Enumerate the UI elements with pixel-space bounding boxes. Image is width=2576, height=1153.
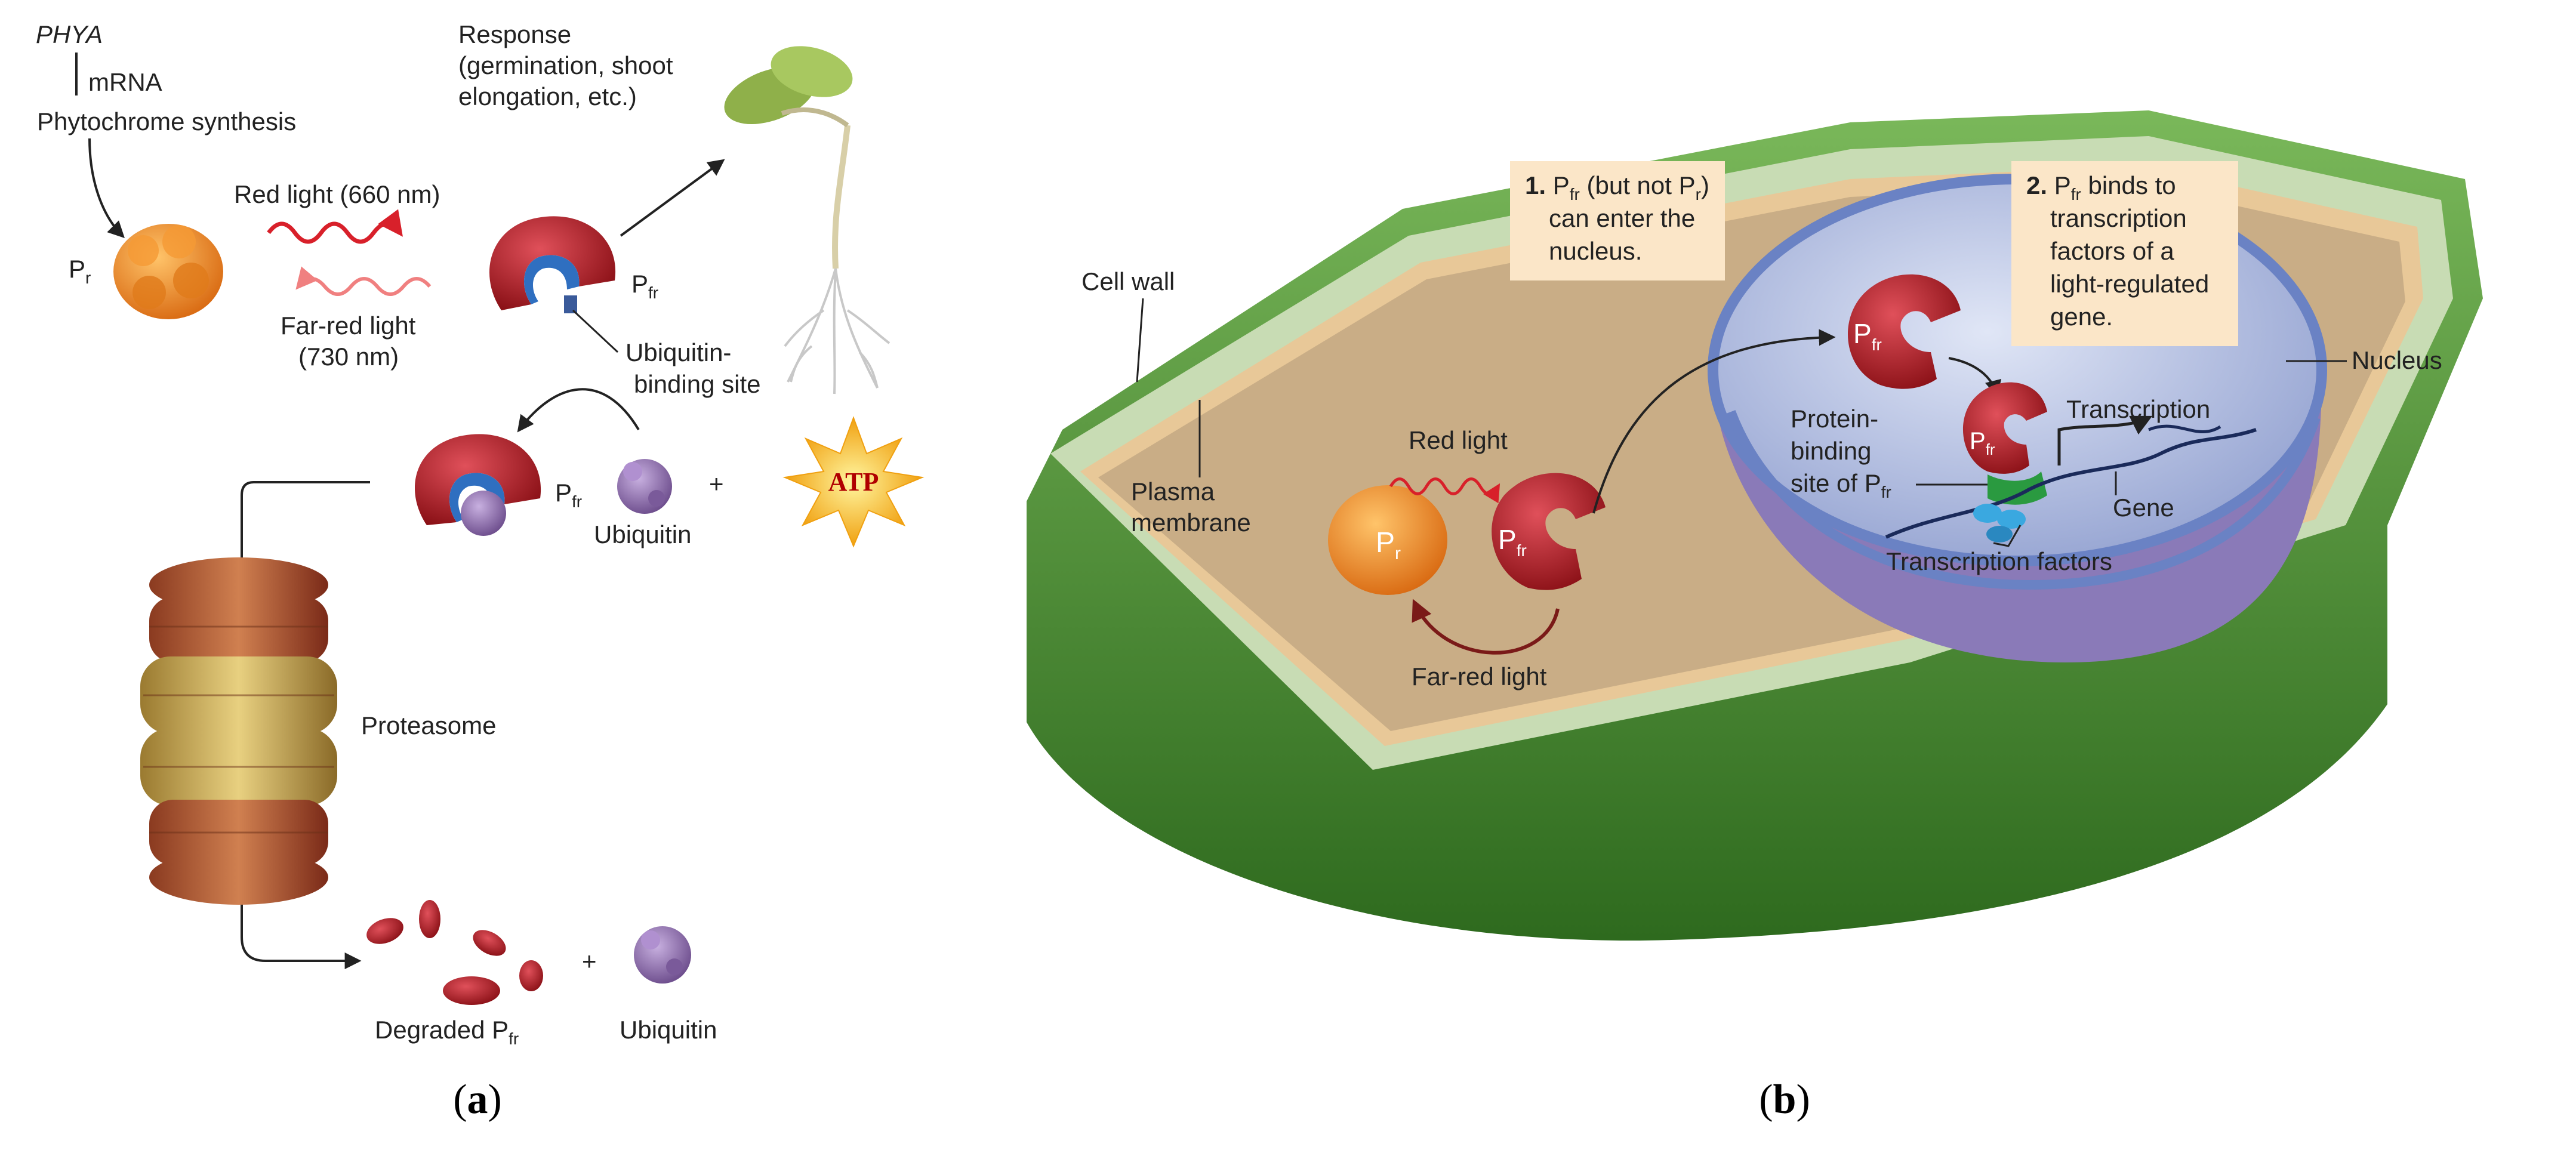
- protein-binding-label-1: Protein-: [1791, 405, 1878, 433]
- note-1-line-1: 1. Pfr (but not Pr): [1525, 171, 1709, 204]
- mrna-strand: [2148, 424, 2221, 433]
- pr-label: Pr: [69, 255, 91, 287]
- synthesis-arrow: [88, 138, 125, 238]
- red-light-wave-b: [1389, 477, 1500, 504]
- note-2-line-1: 2. Pfr binds to: [2026, 171, 2176, 204]
- ubiquitin-binding-site-label-2: binding site: [634, 370, 760, 398]
- cell-wall-label: Cell wall: [1081, 267, 1175, 295]
- nuclear-entry-arrow: [1592, 329, 1836, 514]
- pfr-nucleus-molecule: [1848, 274, 1961, 389]
- response-label-1: Response: [458, 20, 571, 48]
- note-1-line-2: can enter the: [1549, 204, 1695, 232]
- transcription-label: Transcription: [2066, 395, 2210, 423]
- plus-sign-1: +: [709, 470, 724, 498]
- mrna-label: mRNA: [88, 68, 162, 96]
- plasma-membrane-label-1: Plasma: [1131, 477, 1215, 505]
- phytochrome-synthesis-label: Phytochrome synthesis: [37, 107, 296, 135]
- nucleus-label: Nucleus: [2352, 346, 2442, 374]
- transcription-factors-label: Transcription factors: [1886, 547, 2112, 575]
- ubiquitin-molecule: [617, 459, 672, 514]
- plasma-membrane-label-2: membrane: [1131, 508, 1251, 537]
- protein-binding-label-3: site of Pfr: [1791, 469, 1891, 501]
- pfr-molecule-cell: [1492, 473, 1606, 590]
- pfr-molecule: [489, 216, 616, 313]
- note-2-line-5: gene.: [2050, 303, 2113, 331]
- red-light-wave: [267, 209, 403, 244]
- atp-icon: ATP: [782, 416, 925, 548]
- ubiquitin-label: Ubiquitin: [594, 520, 691, 548]
- note-2-line-2: transcription: [2050, 204, 2187, 232]
- degradation-arrow: [241, 481, 370, 969]
- degraded-pfr-label: Degraded Pfr: [375, 1016, 519, 1048]
- note-1-line-3: nucleus.: [1549, 237, 1642, 265]
- proteasome-label: Proteasome: [361, 711, 496, 739]
- red-light-label: Red light (660 nm): [234, 180, 440, 208]
- caption-a: (a): [453, 1077, 502, 1123]
- degraded-pfr-fragments: [366, 900, 543, 1005]
- response-label-2: (germination, shoot: [458, 51, 673, 79]
- red-light-label-b: Red light: [1409, 426, 1508, 454]
- seedling-illustration: [724, 46, 890, 394]
- note-1-box: [1510, 161, 1725, 280]
- far-red-label-b: Far-red light: [1412, 662, 1547, 690]
- pfr-ubiquitin-complex: [415, 434, 541, 536]
- proteasome-illustration: [140, 557, 337, 905]
- pfr-bound-molecule: [1962, 382, 2047, 505]
- ubiquitin-label-2: Ubiquitin: [620, 1016, 717, 1044]
- phya-label: PHYA: [36, 20, 103, 48]
- panel-a: PHYA mRNA Phytochrome synthesis Pr Red l…: [36, 20, 925, 1123]
- gene-label: Gene: [2113, 494, 2174, 522]
- panel-b: Cell wall Plasma membrane Nucleus 1. Pfr…: [1027, 110, 2483, 1123]
- ubiquitination-arrow: [517, 388, 640, 433]
- gene-dna: [1885, 428, 2257, 539]
- note-2-line-3: factors of a: [2050, 237, 2174, 265]
- pr-cell-label: Pr: [1376, 527, 1401, 563]
- caption-b: (b): [1759, 1077, 1810, 1123]
- pr-molecule-cell: [1328, 485, 1447, 595]
- atp-label: ATP: [828, 467, 879, 497]
- far-red-arrow-b: [1412, 599, 1560, 655]
- pfr-label: Pfr: [631, 270, 658, 302]
- far-red-label-1: Far-red light: [281, 312, 416, 340]
- transcription-factors: [1973, 504, 2026, 542]
- response-arrow: [620, 159, 725, 237]
- pfr-complex-label: Pfr: [555, 479, 582, 511]
- pfr-bound-label: Pfr: [1970, 428, 1995, 458]
- far-red-label-2: (730 nm): [298, 343, 399, 371]
- transcription-factors-pointer: [1993, 525, 2022, 547]
- plus-sign-2: +: [582, 947, 597, 975]
- binding-site-pointer: [572, 309, 619, 353]
- response-label-3: elongation, etc.): [458, 82, 637, 110]
- transcription-arrow: [2057, 415, 2153, 465]
- pr-molecule: [113, 224, 223, 319]
- ubiquitin-molecule-2: [634, 926, 691, 984]
- note-2-box: [2011, 161, 2238, 346]
- cell-wall-pointer: [1136, 298, 1144, 383]
- pfr-nucleus-label: Pfr: [1853, 318, 1882, 354]
- note-2-line-4: light-regulated: [2050, 270, 2209, 298]
- far-red-light-wave: [295, 266, 432, 296]
- ubiquitin-binding-site-label-1: Ubiquitin-: [625, 338, 731, 366]
- pfr-cell-label: Pfr: [1498, 524, 1527, 560]
- protein-binding-label-2: binding: [1791, 437, 1871, 465]
